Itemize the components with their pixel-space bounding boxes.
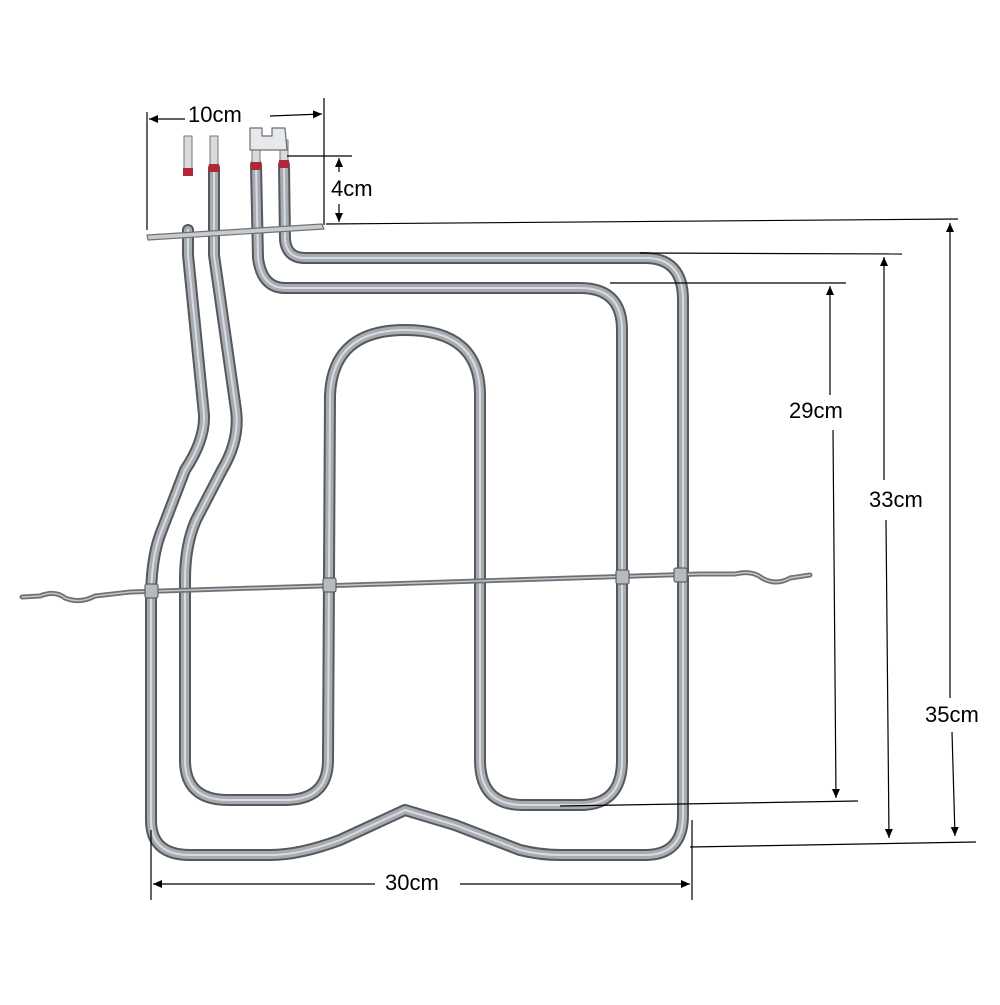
dimension-label-terminal-height: 4cm: [328, 176, 376, 202]
support-rod: [19, 570, 813, 604]
outer-loop-tube: [145, 159, 689, 861]
dimension-label-overall-depth: 35cm: [922, 702, 982, 728]
heating-element: [19, 127, 813, 861]
dimension-label-terminal-spacing: 10cm: [185, 102, 245, 128]
dimension-lines: [146, 98, 977, 900]
mounting-plate: [146, 223, 325, 241]
dimension-label-middle-depth: 33cm: [866, 487, 926, 513]
rod-clips: [144, 567, 688, 599]
terminal-pins: [183, 127, 289, 176]
terminal-bracket: [249, 127, 288, 151]
dimension-label-width: 30cm: [382, 870, 442, 896]
dimension-label-inner-depth: 29cm: [786, 398, 846, 424]
